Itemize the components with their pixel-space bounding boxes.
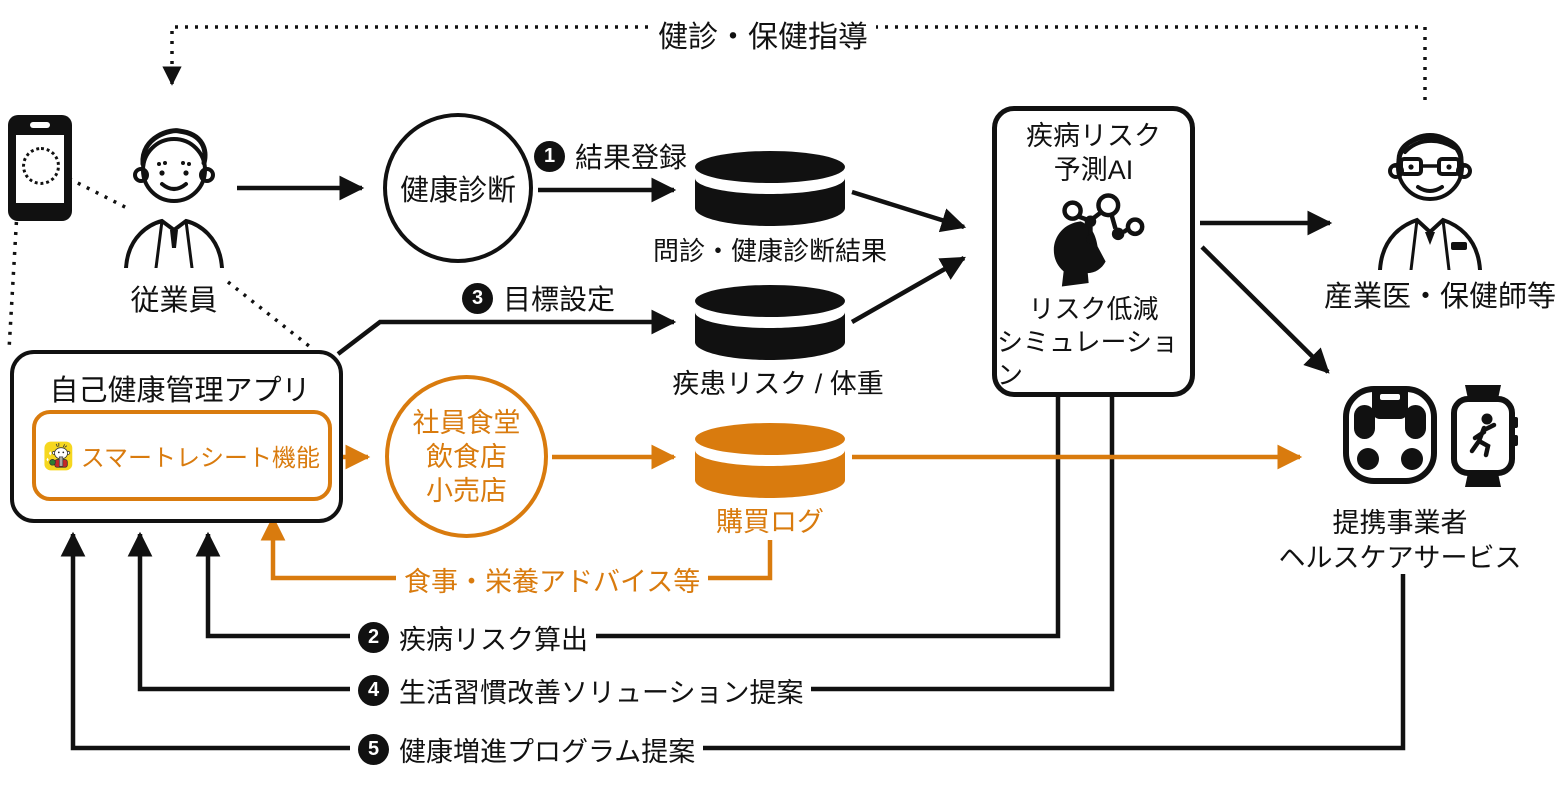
db-risk-weight-label: 疾患リスク / 体重 <box>672 369 884 399</box>
step5-badge: 5 <box>358 734 389 765</box>
partners-label-line1: 提携事業者 <box>1332 508 1468 538</box>
stores-line2: 飲食店 <box>426 441 507 472</box>
ai-caption-line2: シミュレーション <box>997 327 1178 390</box>
advice-feedback-label: 食事・栄養アドバイス等 <box>396 560 709 599</box>
stores-line1: 社員食堂 <box>412 407 521 438</box>
employee-person-icon <box>124 128 224 268</box>
arrow-ai-to-devices <box>1200 245 1330 374</box>
phone-focus-dotted-circle <box>22 147 60 185</box>
step4-badge: 4 <box>358 675 389 706</box>
step1-result-registration: 1 結果登録 <box>534 136 687 176</box>
dotted-phone-to-app <box>7 211 19 351</box>
smart-receipt-feature-label: スマートレシート機能 <box>80 445 320 472</box>
partners-label-line2: ヘルスケアサービス <box>1278 543 1522 573</box>
step5-label: 健康増進プログラム提案 <box>399 737 696 767</box>
dotted-employee-to-app <box>226 280 311 348</box>
sparkle-icon <box>46 457 49 461</box>
step2-label: 疾病リスク算出 <box>399 625 588 655</box>
database-purchase-log-icon <box>695 423 845 498</box>
database-risk-weight-icon <box>695 285 845 360</box>
ai-title-line1: 疾病リスク <box>1026 121 1161 151</box>
step3-badge: 3 <box>462 282 493 314</box>
smartwatch-icon <box>1451 385 1518 487</box>
employee-label: 従業員 <box>130 285 218 317</box>
body-scale-icon <box>1343 386 1437 484</box>
app-box-title: 自己健康管理アプリ <box>49 375 311 407</box>
db-checkup-results-label: 問診・健康診断結果 <box>652 236 888 266</box>
database-checkup-results-icon <box>695 151 845 226</box>
arrow-goal-to-db2 <box>336 309 677 356</box>
step5-health-program: 5 健康増進プログラム提案 <box>350 730 704 769</box>
stores-line3: 小売店 <box>426 475 507 506</box>
step1-badge: 1 <box>534 140 565 172</box>
ai-title-line2: 予測AI <box>1053 155 1134 185</box>
phone-speaker <box>30 122 50 128</box>
health-checkup-node: 健康診断 <box>383 113 533 263</box>
brain-network-icon <box>1053 193 1144 287</box>
smart-receipt-feature-box: スマートレシート機能 <box>32 410 332 501</box>
arrow-db1-to-ai <box>851 189 967 233</box>
guidance-label: 健診・保健指導 <box>650 12 876 56</box>
step2-badge: 2 <box>358 622 389 653</box>
doctor-person-icon <box>1378 133 1482 270</box>
line-step5-program <box>60 531 1406 751</box>
step1-label: 結果登録 <box>575 142 688 173</box>
step4-label: 生活習慣改善ソリューション提案 <box>399 678 804 708</box>
step2-risk-calculation: 2 疾病リスク算出 <box>350 618 596 657</box>
doctor-label: 産業医・保健師等 <box>1323 281 1557 313</box>
app-box: 自己健康管理アプリ スマートレシート機能 <box>10 350 343 523</box>
ai-box: 疾病リスク 予測AI リスク低減 シミュレーション <box>992 106 1195 397</box>
health-checkup-label: 健康診断 <box>399 175 516 207</box>
line-step2-risk-output <box>195 394 1061 639</box>
stores-node: 社員食堂 飲食店 小売店 <box>385 375 548 538</box>
ai-caption-line1: リスク低減 <box>1028 294 1159 324</box>
sparkle-icon <box>48 450 52 456</box>
step3-label: 目標設定 <box>503 284 616 315</box>
step3-goal-setting: 3 目標設定 <box>462 278 615 318</box>
step4-lifestyle-solution: 4 生活習慣改善ソリューション提案 <box>350 671 812 710</box>
runner-icon <box>1469 422 1497 458</box>
mascot-app-icon <box>44 441 73 470</box>
arrow-db2-to-ai <box>850 256 966 324</box>
db-purchase-log-label: 購買ログ <box>716 507 824 537</box>
